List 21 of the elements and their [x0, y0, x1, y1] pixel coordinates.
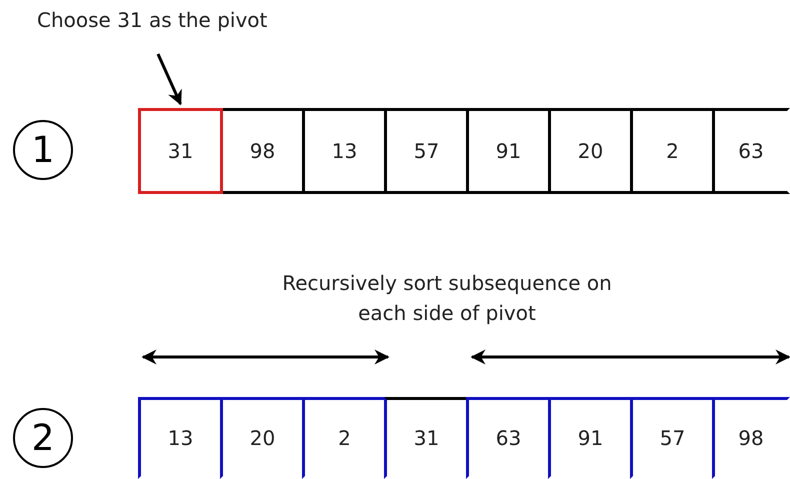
array-cell: 98: [220, 108, 305, 194]
note-text: Recursively sort subsequence on each side of pivot: [281, 270, 613, 327]
array-cell: 2: [630, 108, 715, 194]
step-number: 1: [13, 120, 73, 180]
array-cell: 63: [712, 108, 790, 194]
array-cell: 20: [220, 397, 305, 479]
array-cell: 98: [712, 397, 790, 479]
array-cell: 91: [548, 397, 633, 479]
array-cell: 31: [138, 108, 223, 194]
array-cell: 20: [548, 108, 633, 194]
array-cell: 13: [138, 397, 223, 479]
array-cell: 31: [384, 397, 469, 479]
arrow: [156, 53, 182, 106]
annotation-text: Choose 31 as the pivot: [37, 8, 268, 32]
array-cell: 13: [302, 108, 387, 194]
array-cell: 2: [302, 397, 387, 479]
array-cell: 63: [466, 397, 551, 479]
step-number: 2: [13, 408, 73, 468]
array-cell: 91: [466, 108, 551, 194]
array-cell: 57: [630, 397, 715, 479]
array-cell: 57: [384, 108, 469, 194]
